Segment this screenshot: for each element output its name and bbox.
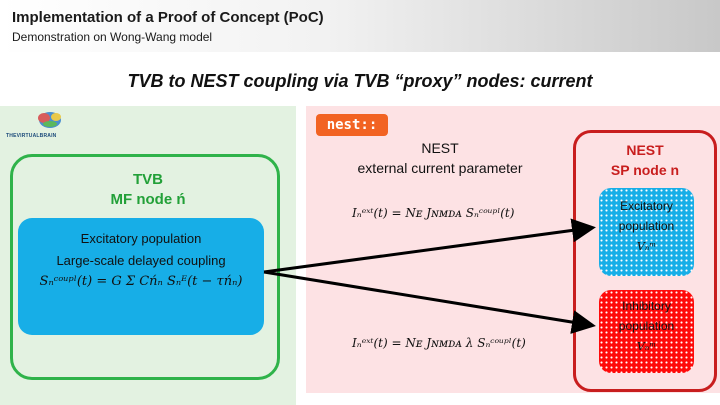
- tvb-title: TVB: [133, 171, 163, 188]
- slide-title: Implementation of a Proof of Concept (Po…: [12, 9, 324, 26]
- excitatory-current-formula: Iₙᵉˣᵗ(t) = Nᴇ Jɴᴍᴅᴀ Sₙᶜᵒᵘᵖˡ(t): [352, 206, 515, 220]
- slide-subtitle: Demonstration on Wong-Wang model: [12, 30, 213, 44]
- tvb-node-label: MF node ń: [110, 191, 186, 208]
- tvb-logo-text: THEVIRTUALBRAIN: [6, 133, 57, 139]
- nest-label: NEST: [421, 140, 459, 156]
- inhibitory-current-formula: Iₙᵉˣᵗ(t) = Nᴇ Jɴᴍᴅᴀ λ Sₙᶜᵒᵘᵖˡ(t): [352, 336, 526, 350]
- sp-title: NEST: [626, 142, 664, 158]
- delayed-coupling-label: Large-scale delayed coupling: [56, 253, 226, 268]
- excitatory-label-line2: population: [618, 219, 675, 233]
- excitatory-population-node: Excitatory population Vₙᵐ: [599, 188, 694, 276]
- inhibitory-label-line2: population: [618, 319, 675, 333]
- inhibitory-label-line1: Inhibitory: [622, 299, 671, 313]
- inhibitory-population-node: Inhibitory population Vₙᵐ: [599, 290, 694, 373]
- slide-heading: TVB to NEST coupling via TVB “proxy” nod…: [127, 71, 593, 91]
- external-current-label: external current parameter: [357, 160, 523, 176]
- inhibitory-membrane-var: Vₙᵐ: [636, 340, 657, 353]
- sp-node-label: SP node n: [610, 162, 680, 178]
- excitatory-label-line1: Excitatory: [620, 199, 673, 213]
- excitatory-membrane-var: Vₙᵐ: [636, 240, 657, 253]
- brain-logo-icon: [38, 112, 61, 128]
- excitatory-population-box: [18, 218, 264, 335]
- nest-logo: nest::: [316, 114, 388, 136]
- excitatory-population-label: Excitatory population: [80, 231, 202, 246]
- coupling-formula: Sₙᶜᵒᵘᵖˡ(t) = G Σ Cńₙ Sₙᴱ(t − τńₙ): [39, 274, 243, 289]
- slide-header: [0, 0, 720, 52]
